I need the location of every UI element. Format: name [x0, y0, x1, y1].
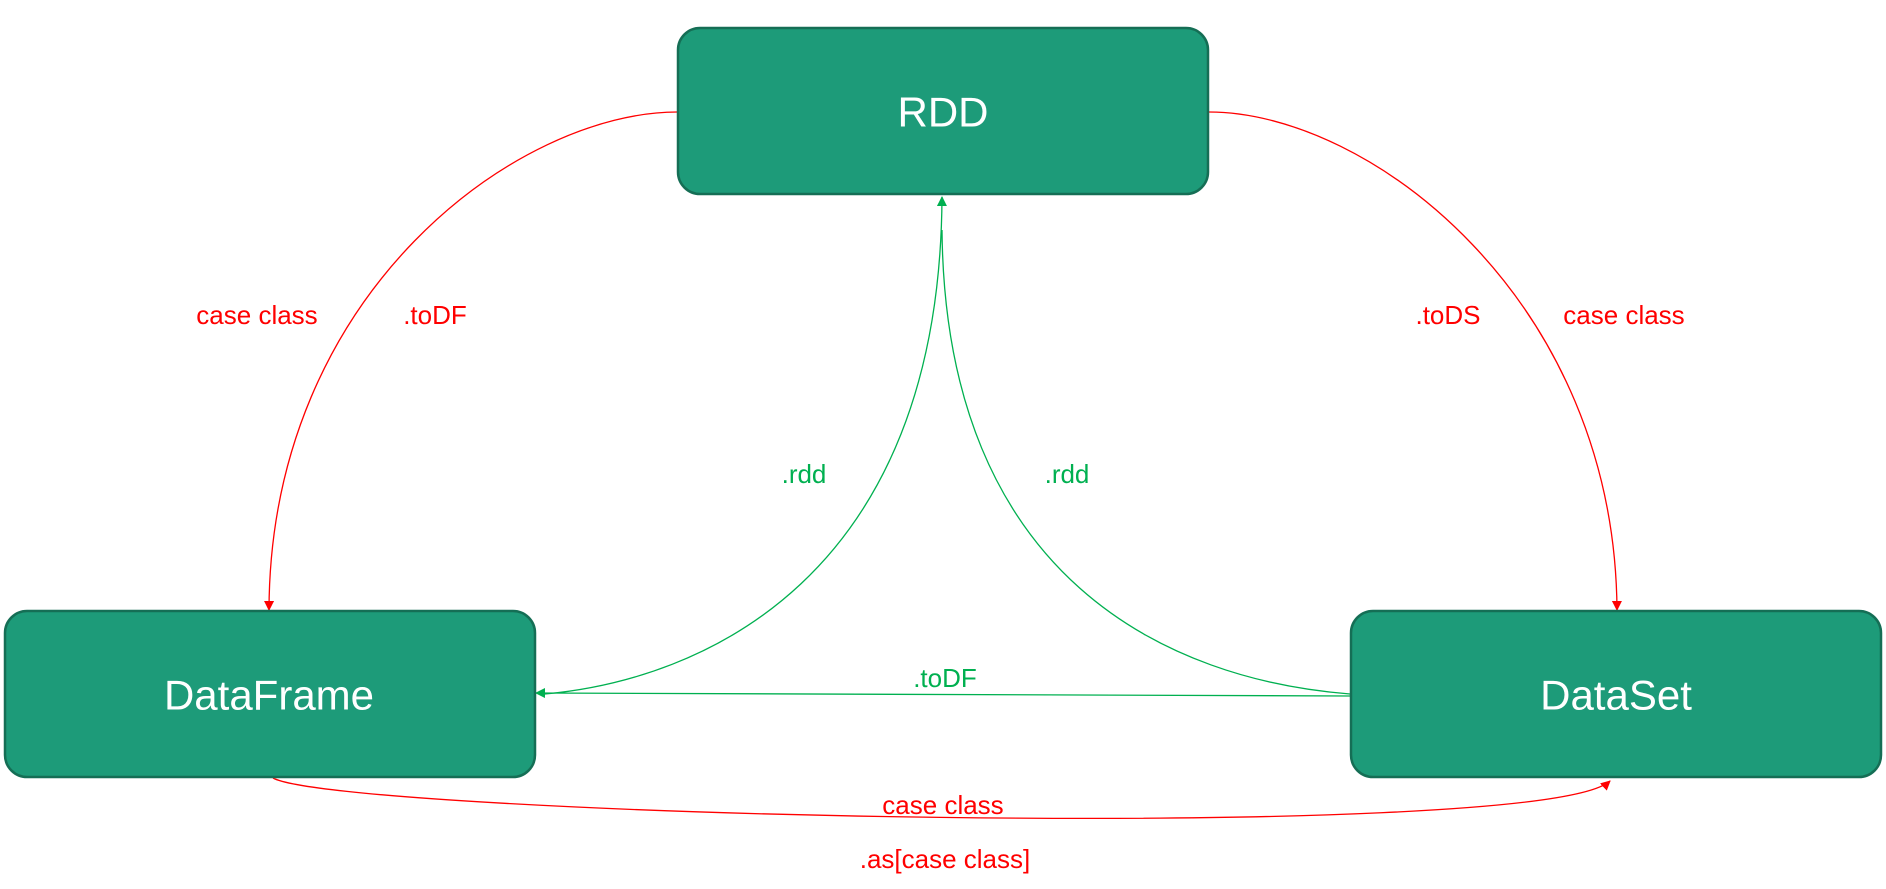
edge-dataframe-to-dataset [272, 777, 1611, 819]
edge-dataframe-to-rdd [544, 196, 947, 695]
label-rdd-to-dataframe-requirement: case class [196, 300, 317, 330]
label-dataset-to-dataframe-method: .toDF [913, 663, 977, 693]
edge-rdd-to-dataset [1208, 111, 1622, 611]
node-dataset-box [1349, 609, 1883, 779]
label-rdd-to-dataset-method: .toDS [1415, 300, 1480, 330]
node-dataframe[interactable]: DataFrame [3, 609, 537, 779]
node-rdd[interactable]: RDD [676, 26, 1210, 196]
label-dataset-to-rdd-method: .rdd [1045, 459, 1090, 489]
node-dataset-label: DataSet [1540, 672, 1692, 719]
label-rdd-to-dataframe-method: .toDF [403, 300, 467, 330]
label-dataframe-to-rdd-method: .rdd [782, 459, 827, 489]
node-dataframe-box [3, 609, 537, 779]
edge-dataset-to-rdd [941, 229, 1351, 695]
node-rdd-box [676, 26, 1210, 196]
label-dataframe-to-dataset-method: .as[case class] [860, 844, 1031, 874]
label-dataframe-to-dataset-requirement: case class [882, 790, 1003, 820]
label-rdd-to-dataset-requirement: case class [1563, 300, 1684, 330]
edge-dataset-to-dataframe [535, 688, 1351, 699]
edge-rdd-to-dataframe [264, 111, 678, 611]
node-dataset[interactable]: DataSet [1349, 609, 1883, 779]
node-rdd-label: RDD [898, 89, 989, 136]
node-dataframe-label: DataFrame [164, 672, 374, 719]
